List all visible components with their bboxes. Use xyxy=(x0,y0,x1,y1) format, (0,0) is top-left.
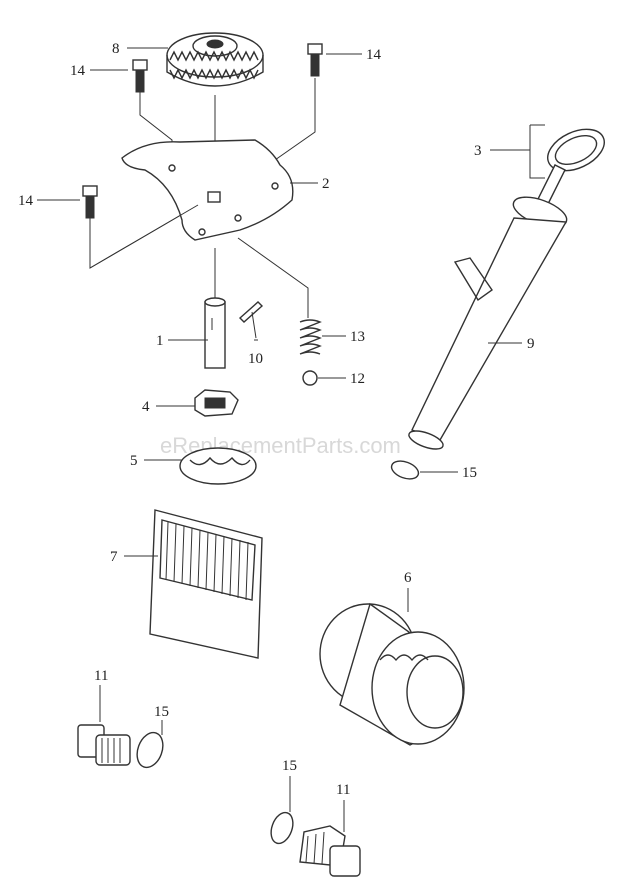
part-13-spring xyxy=(299,319,322,355)
callout-14-c: 14 xyxy=(18,193,34,209)
part-12-ball xyxy=(302,370,318,386)
callout-11-b: 11 xyxy=(336,782,350,798)
part-9-fill-tube xyxy=(408,196,568,450)
part-3-dipstick xyxy=(529,124,605,211)
callout-4: 4 xyxy=(142,399,150,415)
part-15-oring-a xyxy=(390,460,420,480)
callout-labels: 8 14 14 14 2 3 1 10 13 12 4 5 9 15 7 6 1… xyxy=(18,41,535,798)
callout-6: 6 xyxy=(404,570,412,586)
part-15-oring-b xyxy=(136,731,164,769)
callout-15-c: 15 xyxy=(282,758,297,774)
callout-15-b: 15 xyxy=(154,704,169,720)
part-4-inner-rotor xyxy=(194,389,239,417)
part-11-drain-plug-b xyxy=(299,825,361,877)
callout-3: 3 xyxy=(474,143,482,159)
callout-2: 2 xyxy=(322,176,330,192)
callout-5: 5 xyxy=(130,453,138,469)
part-14-screw-b xyxy=(274,43,323,182)
part-2-plate xyxy=(89,139,309,318)
part-15-oring-c xyxy=(270,811,294,845)
callout-14-a: 14 xyxy=(70,63,86,79)
callout-9: 9 xyxy=(527,336,535,352)
callout-7: 7 xyxy=(110,549,118,565)
callout-12: 12 xyxy=(350,371,365,387)
part-5-outer-rotor xyxy=(179,447,257,485)
callout-11-a: 11 xyxy=(94,668,108,684)
callout-8: 8 xyxy=(112,41,120,57)
leader-lines xyxy=(37,47,530,832)
callout-15-a: 15 xyxy=(462,465,477,481)
part-11-drain-plug-a xyxy=(77,724,131,766)
part-1-shaft xyxy=(204,297,226,369)
callout-14-b: 14 xyxy=(366,47,382,63)
callout-1: 1 xyxy=(156,333,164,349)
callout-10: 10 xyxy=(248,351,263,367)
part-6-oil-filter xyxy=(319,602,465,746)
part-10-pin xyxy=(238,301,264,339)
callout-13: 13 xyxy=(350,329,365,345)
part-7-strainer xyxy=(149,509,263,659)
